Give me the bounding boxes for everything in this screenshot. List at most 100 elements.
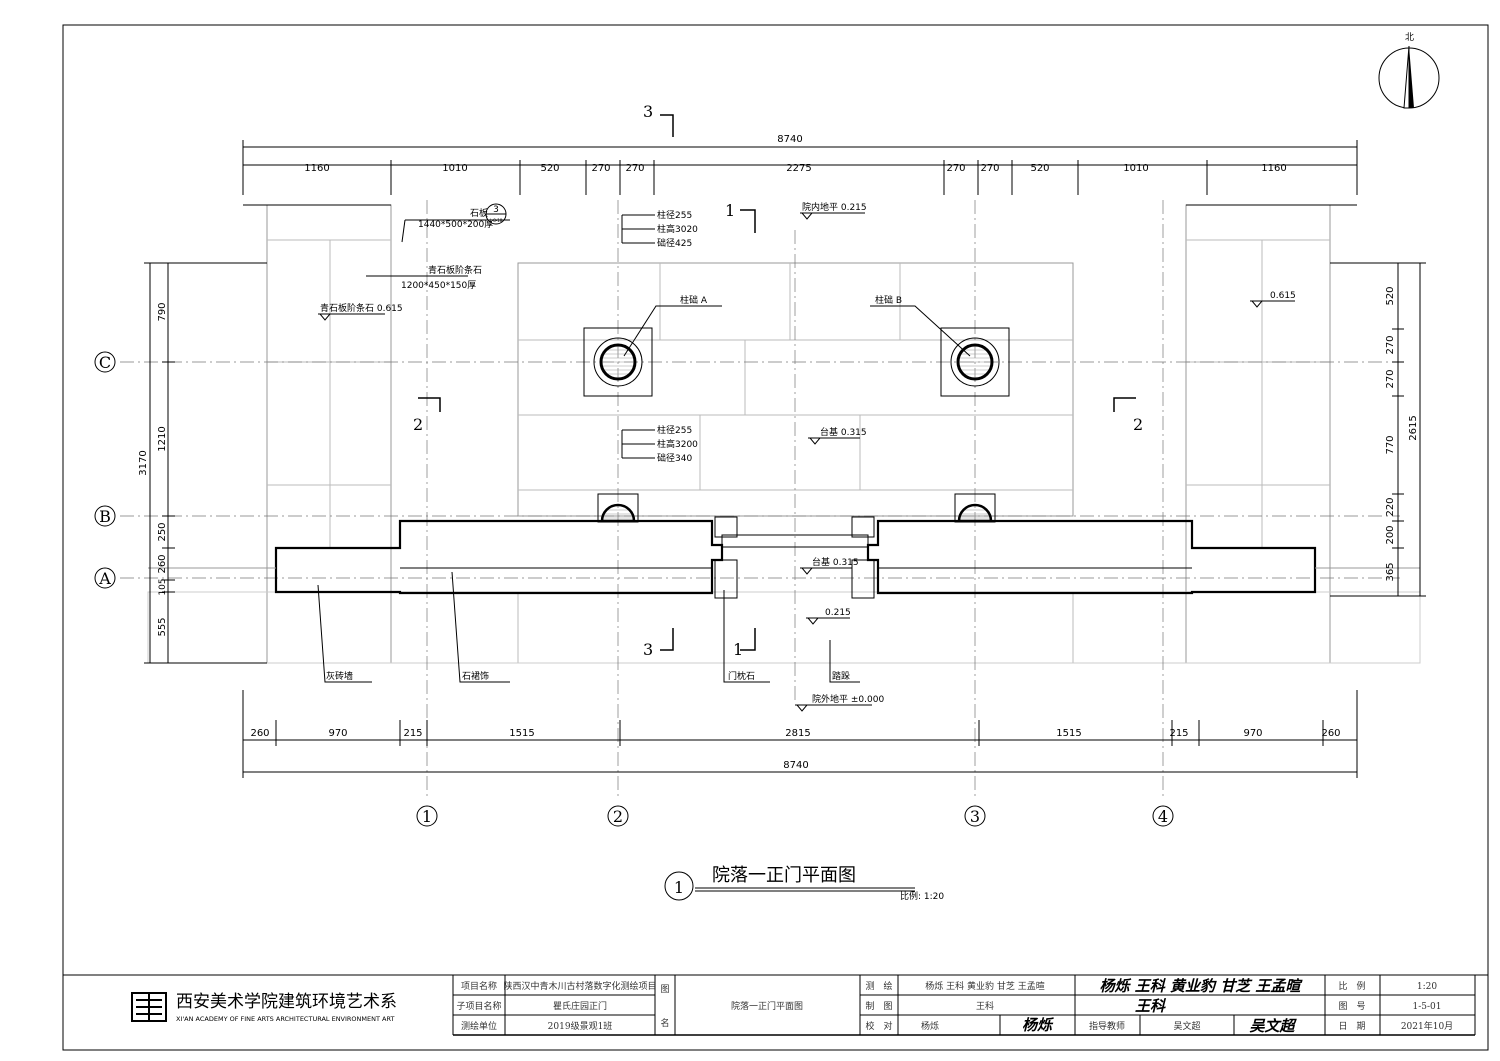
title-block-advisor-label-label: 指导教师 (1089, 1020, 1125, 1032)
right-segments-0-label: 520 (1385, 286, 1396, 305)
title-block-advisor-signature-label: 吴文超 (1249, 1017, 1297, 1035)
top-segments-2-label: 520 (540, 163, 559, 174)
annotations-level-0215-label: 0.215 (825, 608, 851, 618)
right-dimensions: 2615 520 270 270 770 220 200 365 (1330, 262, 1426, 597)
annotations-threshold-label: 踏跺 (832, 670, 850, 682)
front-columns (597, 493, 996, 523)
grid-lines (120, 200, 1400, 800)
axis-bubbles: C B A 1 2 3 4 (94, 351, 1174, 827)
title-block-draw-signature-label: 王科 (1135, 997, 1167, 1015)
bottom-segments-4-label: 2815 (785, 728, 810, 739)
title-block-survey-label-label: 测 绘 (865, 980, 892, 992)
left-segments-5-label: 555 (157, 617, 168, 636)
title-block-unit-value-label: 2019级景观1班 (548, 1020, 613, 1032)
bottom-segments-2-label: 215 (403, 728, 422, 739)
gate-walls (148, 516, 1420, 599)
title-block-drawing-name-label-2-label: 名 (660, 1017, 669, 1029)
section-marks (418, 114, 1136, 651)
left-segments-1-label: 1210 (157, 426, 168, 451)
annotations-base-a-label: 柱础 A (680, 294, 708, 306)
right-segments-4-label: 220 (1385, 497, 1396, 516)
left-segments-4-label: 105 (158, 578, 168, 595)
annotations: 石板 3 L-8-18 1440*500*200厚 青石板阶条石 1200*45… (317, 201, 1296, 712)
title-block-draw-value-label: 王科 (976, 1000, 994, 1012)
annotations-stone-slab-label: 石板 (470, 207, 488, 219)
column-a-spec-2-label: 础径425 (657, 237, 692, 249)
left-segments-2-label: 250 (157, 522, 168, 541)
north-label: 北 (1405, 32, 1414, 43)
section-marks-s3-label: 3 (643, 102, 653, 121)
right-segments-6-label: 365 (1385, 562, 1396, 581)
top-segments-7-label: 270 (980, 163, 999, 174)
drawing-scale-note-label: 比例: 1:20 (900, 890, 944, 902)
title-block-project-value-label: 陕西汉中青木川古村落数字化测绘项目 (503, 980, 656, 992)
top-segments-6-label: 270 (946, 163, 965, 174)
title-block-number-value-label: 1-5-01 (1413, 1002, 1442, 1012)
title-block-scale-label-label: 比 例 (1338, 980, 1365, 992)
school-name-cn: 西安美术学院建筑环境艺术系 (176, 992, 397, 1012)
title-block-drawing-name-value-label: 院落一正门平面图 (731, 1000, 803, 1012)
section-marks-s3-label: 3 (643, 640, 653, 659)
axes-columns-1-label: 2 (613, 807, 623, 826)
annotations-level-right-label: 0.615 (1270, 291, 1296, 301)
top-segments-8-label: 520 (1030, 163, 1049, 174)
title-block-date-value-label: 2021年10月 (1401, 1020, 1453, 1032)
annotations-step-stone-size-label: 1200*450*150厚 (401, 280, 476, 291)
annotations-step-stone-level-label: 青石板阶条石 0.615 (320, 302, 403, 314)
column-b-spec-1-label: 柱高3200 (657, 438, 698, 450)
title-block-survey-value-label: 杨烁 王科 黄业豹 甘芝 王孟暄 (925, 980, 1044, 992)
column-a-spec-0-label: 柱径255 (657, 209, 692, 221)
annotations-base-b-label: 柱础 B (875, 294, 902, 306)
title-block-scale-value-label: 1:20 (1417, 982, 1437, 992)
title-block-date-label-label: 日 期 (1338, 1021, 1365, 1032)
axes-rows-2-label: A (98, 569, 111, 588)
column-b-spec-2-label: 础径340 (657, 452, 692, 464)
section-marks-s2-label: 2 (1133, 415, 1143, 434)
annotations-courtyard-outer-label: 院外地平 ±0.000 (812, 693, 884, 705)
right-segments-2-label: 270 (1385, 369, 1396, 388)
annotations-stone-slab-ref-label: 3 (493, 205, 499, 215)
top-segments-1-label: 1010 (442, 163, 467, 174)
sheet-border (62, 24, 1489, 1051)
title-block-survey-signatures-label: 杨烁 王科 黄业豹 甘芝 王孟暄 (1100, 977, 1304, 995)
bottom-segments-8-label: 260 (1321, 728, 1340, 739)
column-b-spec-0-label: 柱径255 (657, 424, 692, 436)
north-arrow: 北 (1378, 32, 1440, 109)
axes-rows-1-label: B (99, 507, 111, 526)
side-paving-right (1185, 204, 1357, 664)
title-block-subproject-label-label: 子项目名称 (456, 1000, 501, 1012)
top-segments-0-label: 1160 (304, 163, 329, 174)
axes-columns-3-label: 4 (1158, 807, 1168, 826)
annotations-platform-1-label: 台基 0.315 (820, 426, 867, 438)
column-base-b (940, 327, 1010, 397)
title-block-drawing-name-label-1-label: 图 (660, 984, 669, 995)
central-platform (517, 262, 1074, 664)
drawing-right-total-label: 2615 (1408, 415, 1419, 440)
annotations-stone-slab-size-label: 1440*500*200厚 (418, 219, 493, 230)
bottom-segments-7-label: 970 (1243, 728, 1262, 739)
right-segments-1-label: 270 (1385, 335, 1396, 354)
title-block-check-value-label: 杨烁 (921, 1020, 939, 1032)
top-segments-10-label: 1160 (1261, 163, 1286, 174)
drawing-title: 1 院落一正门平面图 比例: 1:20 (664, 865, 944, 902)
bottom-segments-6-label: 215 (1169, 728, 1188, 739)
drawing-top-total-label: 8740 (777, 134, 802, 145)
left-dimensions: 3170 790 1210 250 260 105 555 (138, 262, 267, 664)
school-logo-icon (131, 992, 167, 1022)
title-block-number-label-label: 图 号 (1338, 1001, 1365, 1012)
title-block-unit-label-label: 测绘单位 (461, 1020, 497, 1032)
title-block-draw-label-label: 制 图 (865, 1000, 892, 1012)
outer-ground-line (147, 591, 1421, 664)
top-segments-3-label: 270 (591, 163, 610, 174)
bottom-segments-5-label: 1515 (1056, 728, 1081, 739)
annotations-step-stone-label: 青石板阶条石 (428, 264, 482, 276)
right-segments-3-label: 770 (1385, 435, 1396, 454)
right-segments-5-label: 200 (1385, 525, 1396, 544)
top-segments-9-label: 1010 (1123, 163, 1148, 174)
title-block-check-label-label: 校 对 (865, 1020, 892, 1032)
bottom-segments-3-label: 1515 (509, 728, 534, 739)
annotations-door-pillow-label: 门枕石 (728, 670, 755, 682)
axes-columns-2-label: 3 (970, 807, 980, 826)
drawing-title-number-label: 1 (674, 878, 684, 897)
